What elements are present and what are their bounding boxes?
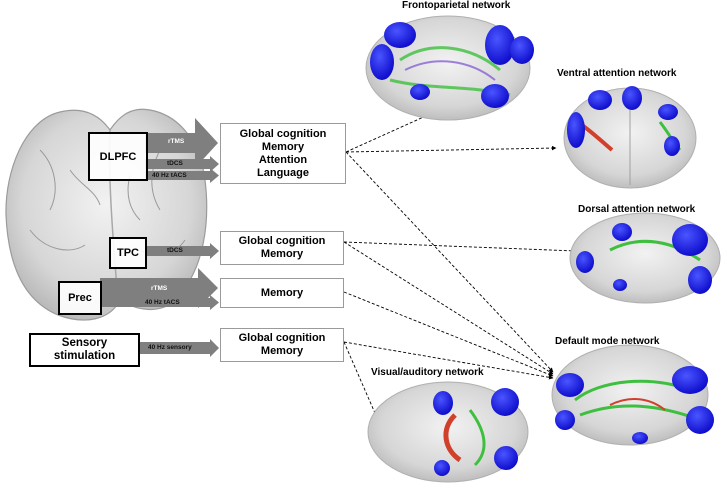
outcome-dlpfc-4: Language	[257, 166, 309, 179]
outcome-tpc-2: Memory	[260, 248, 304, 260]
outcome-box-dlpfc: Global cognition Memory Attention Langua…	[220, 123, 346, 184]
outcome-prec-1: Memory	[260, 286, 304, 299]
arrow-sensory-head	[210, 339, 219, 357]
connector-sensory-visual	[343, 341, 379, 421]
label-tacs-prec: 40 Hz tACS	[145, 299, 180, 306]
region-tpc: TPC	[109, 237, 147, 269]
network-label-visual-auditory: Visual/auditory network	[371, 367, 484, 378]
arrow-tacs-dlpfc-shaft	[145, 171, 210, 180]
outcome-dlpfc-2: Memory	[261, 140, 305, 153]
dorsal-attention-brain-image	[569, 212, 721, 304]
region-prec: Prec	[58, 281, 102, 315]
outcome-dlpfc-1: Global cognition	[239, 127, 327, 140]
connector-dlpfc-default	[345, 151, 554, 373]
connector-dlpfc-frontoparietal	[345, 114, 429, 153]
arrow-tacs-prec-shaft	[100, 298, 210, 307]
connector-sensory-default	[343, 341, 554, 380]
label-tdcs-dlpfc: tDCS	[167, 160, 183, 167]
region-dlpfc: DLPFC	[88, 132, 148, 181]
network-connections	[343, 114, 577, 421]
connector-prec-default	[343, 291, 554, 377]
outcome-tpc-1: Global cognition	[238, 235, 326, 247]
label-tacs-dlpfc: 40 Hz tACS	[152, 172, 187, 179]
frontoparietal-brain-image	[365, 15, 534, 121]
label-rtms-dlpfc: rTMS	[168, 138, 185, 145]
connector-tpc-dorsal	[343, 241, 577, 254]
arrow-tdcs-dlpfc-head	[210, 156, 219, 172]
label-sensory: 40 Hz sensory	[148, 344, 192, 351]
outcome-box-tpc: Global cognition Memory	[220, 231, 344, 265]
network-label-ventral-attention: Ventral attention network	[557, 68, 677, 79]
arrow-tdcs-tpc-head	[210, 243, 219, 259]
sensory-line1: Sensory	[61, 337, 108, 349]
connector-dlpfc-ventral	[345, 145, 557, 153]
network-label-frontoparietal: Frontoparietal network	[402, 0, 511, 11]
arrow-rtms-dlpfc	[145, 118, 218, 168]
outcome-sensory-1: Global cognition	[238, 332, 326, 344]
visual-auditory-brain-image	[367, 381, 529, 483]
region-sensory-stimulation: Sensory stimulation	[29, 333, 140, 367]
outcome-box-sensory: Global cognition Memory	[220, 328, 344, 362]
network-label-default-mode: Default mode network	[555, 336, 660, 347]
ventral-attention-brain-image	[563, 86, 697, 189]
arrow-tdcs-dlpfc-shaft	[145, 159, 210, 169]
outcome-sensory-2: Memory	[260, 345, 304, 357]
arrow-tacs-dlpfc-head	[210, 168, 219, 183]
outcome-dlpfc-3: Attention	[258, 153, 308, 166]
sensory-line2: stimulation	[53, 350, 116, 362]
arrow-sensory-shaft	[140, 342, 210, 354]
outcome-box-prec: Memory	[220, 278, 344, 308]
default-mode-brain-image	[551, 344, 714, 446]
connector-tpc-default	[343, 241, 554, 375]
arrow-tdcs-tpc-shaft	[145, 246, 210, 256]
arrow-tacs-prec-head	[210, 295, 219, 310]
label-rtms-prec: rTMS	[151, 285, 168, 292]
stimulation-arrows	[100, 118, 219, 357]
network-label-dorsal-attention: Dorsal attention network	[578, 204, 696, 215]
label-tdcs-tpc: tDCS	[167, 247, 183, 254]
